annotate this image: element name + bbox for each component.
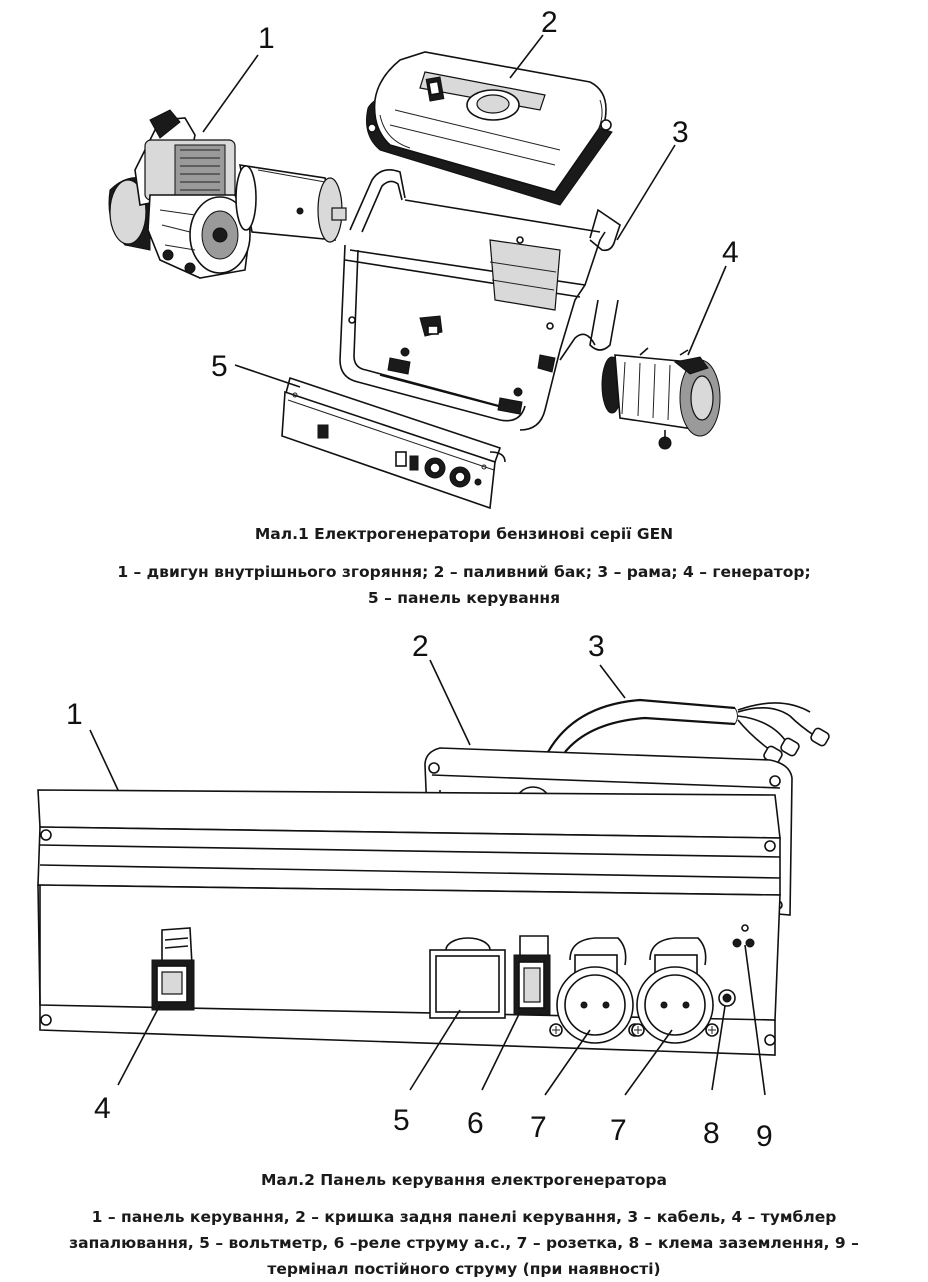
control-panel-small-part <box>281 376 506 510</box>
dc-terminal-part <box>732 924 755 948</box>
ac-relay-part <box>513 935 551 1016</box>
fig2-callout-9: 9 <box>756 1120 773 1153</box>
figure2-title: Мал.2 Панель керування електрогенератора <box>261 1171 667 1189</box>
fig1-callout-4: 4 <box>722 236 739 269</box>
fig1-callout-2: 2 <box>541 6 558 39</box>
figure1-legend-line1: 1 – двигун внутрішнього згоряння; 2 – па… <box>117 563 811 581</box>
figure2-legend-line3: термінал постійного струму (при наявност… <box>267 1260 661 1278</box>
fig1-callout-5: 5 <box>211 350 228 383</box>
figure2-legend-line2: запалювання, 5 – вольтметр, 6 –реле стру… <box>69 1234 859 1252</box>
engine-part <box>108 109 347 279</box>
ground-terminal-part <box>718 989 736 1007</box>
figure1-title: Мал.1 Електрогенератори бензинові серії … <box>254 525 674 543</box>
fig1-callout-3: 3 <box>672 116 689 149</box>
fig2-callout-4: 4 <box>94 1092 111 1125</box>
fuel-tank-part <box>366 51 613 206</box>
figure1-legend: 1 – двигун внутрішнього згоряння; 2 – па… <box>0 559 928 611</box>
fig2-callout-7b: 7 <box>610 1114 627 1147</box>
fig2-callout-8: 8 <box>703 1117 720 1150</box>
figure2-leaders <box>89 659 766 1096</box>
fig2-callout-7a: 7 <box>530 1111 547 1144</box>
fig2-callout-3: 3 <box>588 630 605 663</box>
figure1-drawing: 1 2 3 4 5 <box>108 6 739 510</box>
frame-part <box>339 169 621 431</box>
generator-part <box>601 347 721 450</box>
fig2-callout-2: 2 <box>412 630 429 663</box>
figure1-legend-line2: 5 – панель керування <box>367 589 561 607</box>
fig2-callout-1: 1 <box>66 698 83 731</box>
figure2-legend-line1: 1 – панель керування, 2 – кришка задня п… <box>91 1208 837 1226</box>
fig2-callout-6: 6 <box>467 1107 484 1140</box>
fig1-callout-1: 1 <box>258 22 275 55</box>
ignition-switch-part <box>151 927 195 1011</box>
voltmeter-part <box>429 937 506 1019</box>
figure1-leaders <box>202 34 727 388</box>
socket-2-part <box>631 937 719 1044</box>
fig2-callout-5: 5 <box>393 1104 410 1137</box>
cable-part <box>547 698 830 765</box>
figure2-drawing: 1 2 3 4 5 6 7 7 8 9 <box>37 630 830 1153</box>
figure2-legend: 1 – панель керування, 2 – кришка задня п… <box>0 1204 928 1282</box>
